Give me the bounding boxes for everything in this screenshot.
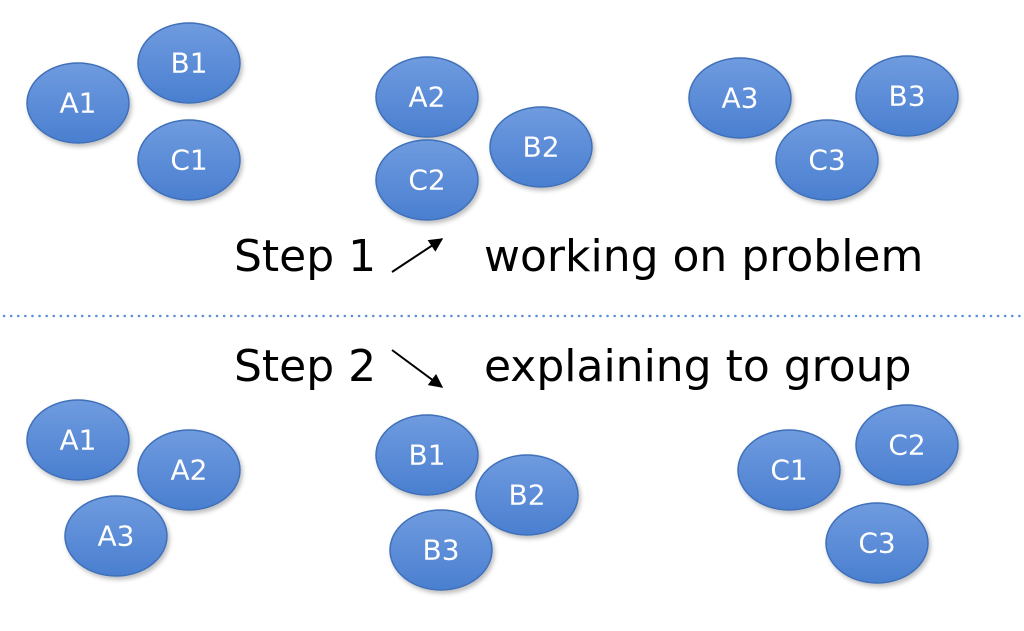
node: A2 bbox=[375, 56, 479, 138]
node: B1 bbox=[375, 414, 479, 496]
node-label: C1 bbox=[770, 454, 807, 487]
node-label: B1 bbox=[170, 47, 207, 80]
step2-group-2: B1 B2 B3 bbox=[375, 414, 579, 591]
node: A1 bbox=[26, 399, 130, 481]
node: B1 bbox=[137, 22, 241, 104]
node: A3 bbox=[64, 495, 168, 577]
node-label: A2 bbox=[409, 81, 446, 114]
down-right-arrow-icon bbox=[391, 349, 444, 388]
node: C1 bbox=[137, 119, 241, 201]
step2-label: Step 2 bbox=[234, 341, 376, 392]
step1-caption: Step 1 working on problem bbox=[234, 231, 923, 282]
node-label: A2 bbox=[171, 454, 208, 487]
node-label: C3 bbox=[808, 144, 845, 177]
node-label: B2 bbox=[522, 131, 559, 164]
node-label: B3 bbox=[888, 80, 925, 113]
node-label: B1 bbox=[408, 439, 445, 472]
step2-description: explaining to group bbox=[484, 341, 912, 392]
step2-group-3: C1 C2 C3 bbox=[737, 404, 959, 584]
node-label: B3 bbox=[422, 534, 459, 567]
node: C2 bbox=[375, 139, 479, 221]
node: A3 bbox=[688, 57, 792, 139]
node: C2 bbox=[855, 404, 959, 486]
node-label: C2 bbox=[408, 164, 445, 197]
up-right-arrow-icon bbox=[391, 238, 444, 273]
step1-description: working on problem bbox=[484, 231, 923, 282]
step1-group-3: A3 B3 C3 bbox=[688, 55, 959, 201]
node: B3 bbox=[389, 509, 493, 591]
step2-group-1: A1 A2 A3 bbox=[26, 399, 241, 577]
step1-group-1: A1 B1 C1 bbox=[26, 22, 241, 201]
node: B2 bbox=[489, 106, 593, 188]
node-label: C2 bbox=[888, 429, 925, 462]
node-label: C1 bbox=[170, 144, 207, 177]
node-label: A1 bbox=[60, 87, 97, 120]
node: C3 bbox=[825, 502, 929, 584]
node: B2 bbox=[475, 454, 579, 536]
node-label: A3 bbox=[722, 82, 759, 115]
step1-groups: A1 B1 C1 A2 B2 C2 bbox=[26, 22, 959, 221]
node: A2 bbox=[137, 429, 241, 511]
step2-caption: Step 2 explaining to group bbox=[234, 341, 912, 392]
node-label: C3 bbox=[858, 527, 895, 560]
node: B3 bbox=[855, 55, 959, 137]
node-label: A3 bbox=[98, 520, 135, 553]
node: A1 bbox=[26, 62, 130, 144]
node: C1 bbox=[737, 429, 841, 511]
step1-label: Step 1 bbox=[234, 231, 376, 282]
node-label: B2 bbox=[508, 479, 545, 512]
step2-groups: A1 A2 A3 B1 B2 B3 bbox=[26, 399, 959, 591]
step1-group-2: A2 B2 C2 bbox=[375, 56, 593, 221]
node: C3 bbox=[775, 119, 879, 201]
node-label: A1 bbox=[60, 424, 97, 457]
